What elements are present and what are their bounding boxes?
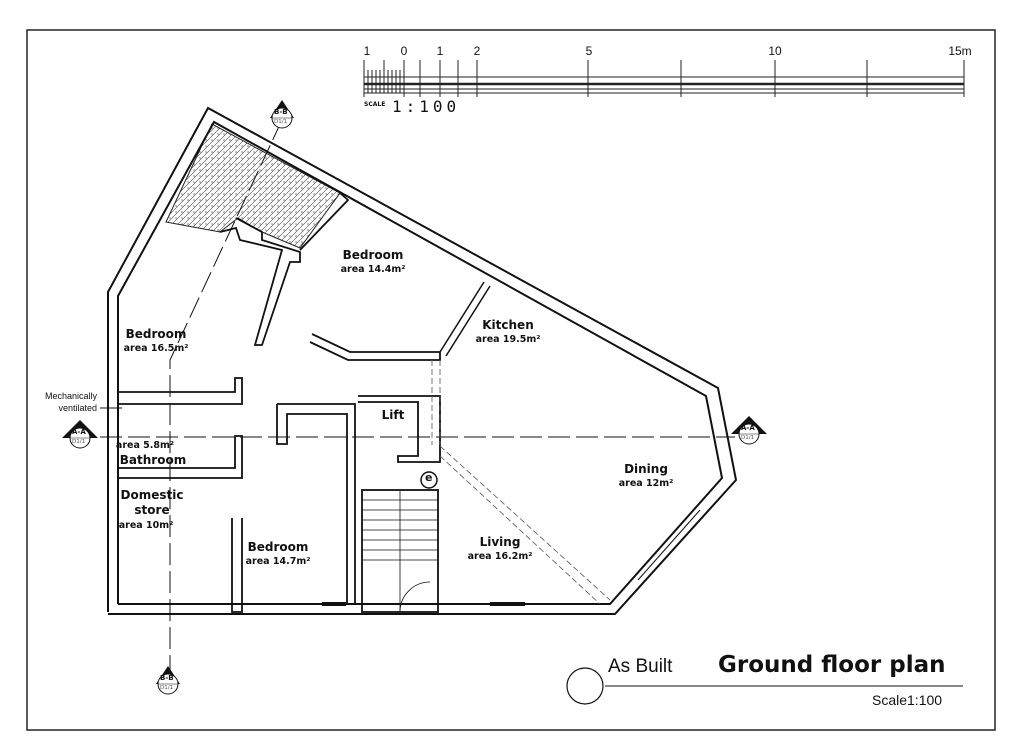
drawing-title: Ground floor plan	[718, 652, 946, 678]
drawing-frame	[26, 29, 996, 731]
section-marker-bb-bottom	[156, 666, 180, 695]
room-name: Bedroom	[125, 327, 187, 341]
scale-bar	[363, 60, 965, 97]
room-name: Dining	[624, 462, 668, 476]
entrance-label: e	[425, 471, 433, 484]
scale-tick: 5	[585, 44, 593, 58]
room-name: Bathroom	[119, 453, 187, 467]
entrance-icon	[420, 471, 438, 489]
section-marker-aa-right	[731, 416, 767, 445]
drawing-scale: Scale1:100	[872, 692, 943, 708]
room-name: Domestic store	[120, 488, 184, 517]
section-marker-bb-top	[270, 100, 294, 129]
ventilation-note-line: ventilated	[58, 403, 97, 413]
ventilation-note: Mechanically ventilated	[20, 390, 97, 414]
scale-tick: 1	[436, 44, 444, 58]
ventilation-note-line: Mechanically	[44, 391, 97, 401]
scale-tick: 15m	[948, 44, 972, 58]
scale-tick: 0	[400, 44, 408, 58]
scale-ratio: 1:100	[392, 97, 461, 116]
scale-tick: 10	[768, 44, 782, 58]
scale-word: SCALE	[364, 101, 386, 108]
section-marker-aa-left	[62, 420, 98, 449]
section-label: A-A	[741, 424, 755, 432]
title-block-circle	[566, 667, 604, 705]
section-sheet: D1/1	[741, 435, 755, 441]
room-area: area 16.5m²	[123, 343, 189, 354]
room-name: Living	[479, 535, 521, 549]
room-name: Bedroom	[342, 248, 404, 262]
scale-tick: 2	[473, 44, 481, 58]
scale-tick: 1	[363, 44, 371, 58]
section-lines	[100, 119, 735, 680]
exterior-walls	[107, 106, 738, 615]
room-area: area 16.2m²	[467, 551, 533, 562]
section-label: B-B	[160, 674, 174, 682]
section-label: B-B	[274, 108, 288, 116]
room-area: area 14.7m²	[245, 556, 311, 567]
section-sheet: D1/1	[274, 119, 288, 125]
room-name: Bedroom	[247, 540, 309, 554]
section-sheet: D1/1	[72, 439, 86, 445]
room-area: area 19.5m²	[475, 334, 541, 345]
room-name: Kitchen	[482, 318, 534, 332]
drawing-status: As Built	[608, 656, 673, 677]
section-sheet: D1/1	[160, 685, 174, 691]
room-area: area 5.8m²	[115, 440, 175, 451]
room-name: Lift	[381, 408, 405, 422]
section-label: A-A	[72, 428, 86, 436]
hidden-lines	[431, 360, 611, 605]
interior-walls	[118, 192, 701, 613]
room-area: area 14.4m²	[340, 264, 406, 275]
room-area: area 10m²	[118, 520, 174, 531]
room-area: area 12m²	[618, 478, 674, 489]
